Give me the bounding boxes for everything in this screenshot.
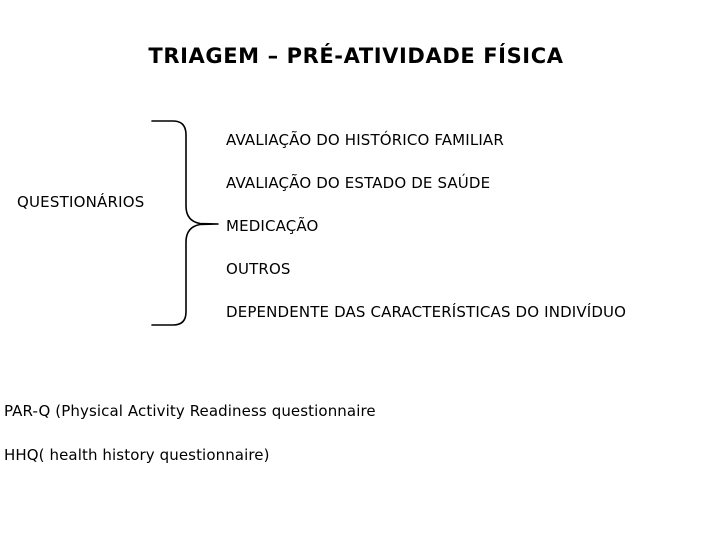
category-label-questionarios: QUESTIONÁRIOS	[17, 193, 145, 211]
footnote-par-q: PAR-Q (Physical Activity Readiness quest…	[4, 402, 376, 420]
list-item: MEDICAÇÃO	[226, 217, 319, 235]
brace-group	[0, 110, 720, 330]
list-item: AVALIAÇÃO DO HISTÓRICO FAMILIAR	[226, 131, 504, 149]
list-item: DEPENDENTE DAS CARACTERÍSTICAS DO INDIVÍ…	[226, 303, 627, 321]
curly-brace-right-icon	[151, 120, 219, 326]
page-title: TRIAGEM – PRÉ-ATIVIDADE FÍSICA	[148, 44, 564, 68]
footnote-hhq: HHQ( health history questionnaire)	[4, 446, 270, 464]
list-item: AVALIAÇÃO DO ESTADO DE SAÚDE	[226, 174, 491, 192]
list-item: OUTROS	[226, 260, 291, 278]
